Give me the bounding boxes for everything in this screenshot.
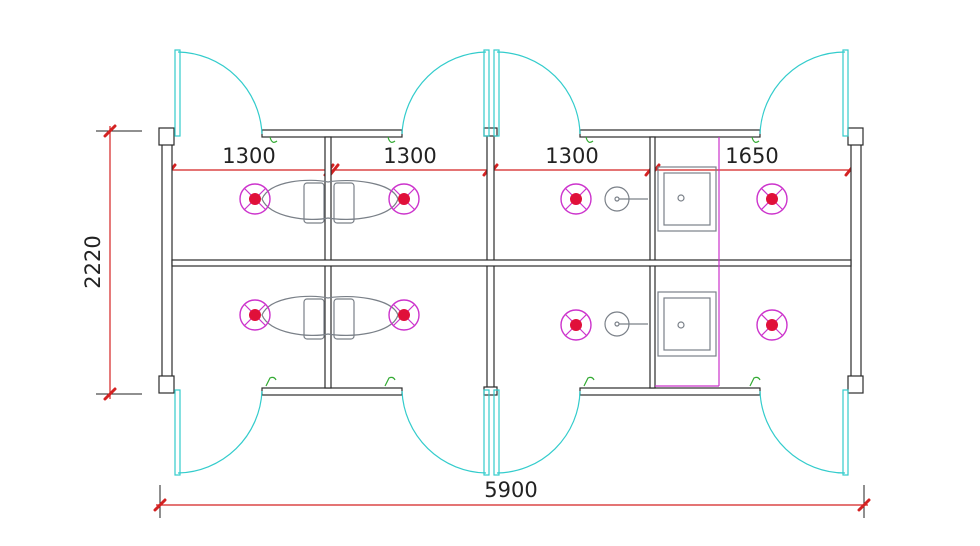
corner-post (158, 127, 175, 146)
door-leaf (493, 389, 500, 476)
left-wall (161, 139, 173, 383)
partition-wall (486, 129, 495, 389)
hook-icon (749, 376, 761, 387)
door-swing-icon (496, 390, 581, 474)
hook-icon (269, 136, 278, 143)
basin-icon (604, 311, 648, 337)
hook-icon (751, 136, 760, 143)
door-jamb (483, 127, 498, 137)
segment-1-label: 1300 (222, 144, 275, 168)
door-swing-icon (401, 51, 487, 135)
light-fixture-icon (388, 299, 420, 331)
doors (174, 49, 849, 476)
segment-2-label: 1300 (383, 144, 436, 168)
right-wall (850, 139, 862, 383)
corner-post (847, 127, 864, 146)
door-leaf (842, 49, 849, 137)
middle-partition (171, 259, 852, 267)
door-swing-icon (401, 390, 487, 474)
corner-post (847, 375, 864, 394)
door-leaf (842, 389, 849, 476)
overall-depth-label: 2220 (81, 235, 105, 288)
overall-width-dimension: 5900 (153, 478, 871, 518)
sinks (604, 166, 717, 357)
light-fixture-icon (560, 183, 592, 215)
door-swing-icon (759, 51, 846, 135)
light-fixture-icon (388, 183, 420, 215)
vanity-outline (655, 137, 720, 387)
dim-tick (153, 498, 167, 512)
walls (158, 127, 864, 396)
door-leaf (483, 389, 490, 476)
overall-width-label: 5900 (484, 478, 537, 502)
segment-dimensions: 1300 1300 1300 1650 (165, 144, 856, 177)
light-fixture-icon (239, 183, 271, 215)
segment-4-label: 1650 (725, 144, 778, 168)
door-swing-icon (496, 51, 581, 135)
light-fixtures (239, 183, 788, 341)
light-fixture-icon (239, 299, 271, 331)
light-fixture-icon (560, 309, 592, 341)
dim-tick (103, 124, 117, 138)
door-leaf (174, 49, 181, 137)
dim-tick (103, 387, 117, 401)
segment-3-label: 1300 (545, 144, 598, 168)
top-wall-segment (261, 129, 403, 138)
door-leaf (483, 49, 490, 137)
bottom-wall-segment (579, 387, 761, 396)
door-swing-icon (177, 51, 263, 135)
light-fixture-icon (756, 309, 788, 341)
hook-icon (265, 376, 277, 387)
top-wall-segment (579, 129, 761, 138)
door-jamb (483, 386, 498, 396)
hook-icon (583, 376, 595, 387)
hooks (265, 136, 761, 387)
basin-icon (604, 186, 648, 212)
sink-icon (657, 166, 717, 232)
hook-icon (387, 136, 396, 143)
corner-post (158, 375, 175, 394)
door-leaf (493, 49, 500, 137)
hook-icon (384, 376, 396, 387)
door-swing-icon (759, 390, 846, 474)
door-leaf (174, 389, 181, 476)
dim-tick (857, 498, 871, 512)
bottom-wall-segment (261, 387, 403, 396)
light-fixture-icon (756, 183, 788, 215)
door-swing-icon (177, 390, 263, 474)
overall-depth-dimension: 2220 (81, 124, 142, 401)
sink-icon (657, 291, 717, 357)
hook-icon (585, 136, 594, 143)
